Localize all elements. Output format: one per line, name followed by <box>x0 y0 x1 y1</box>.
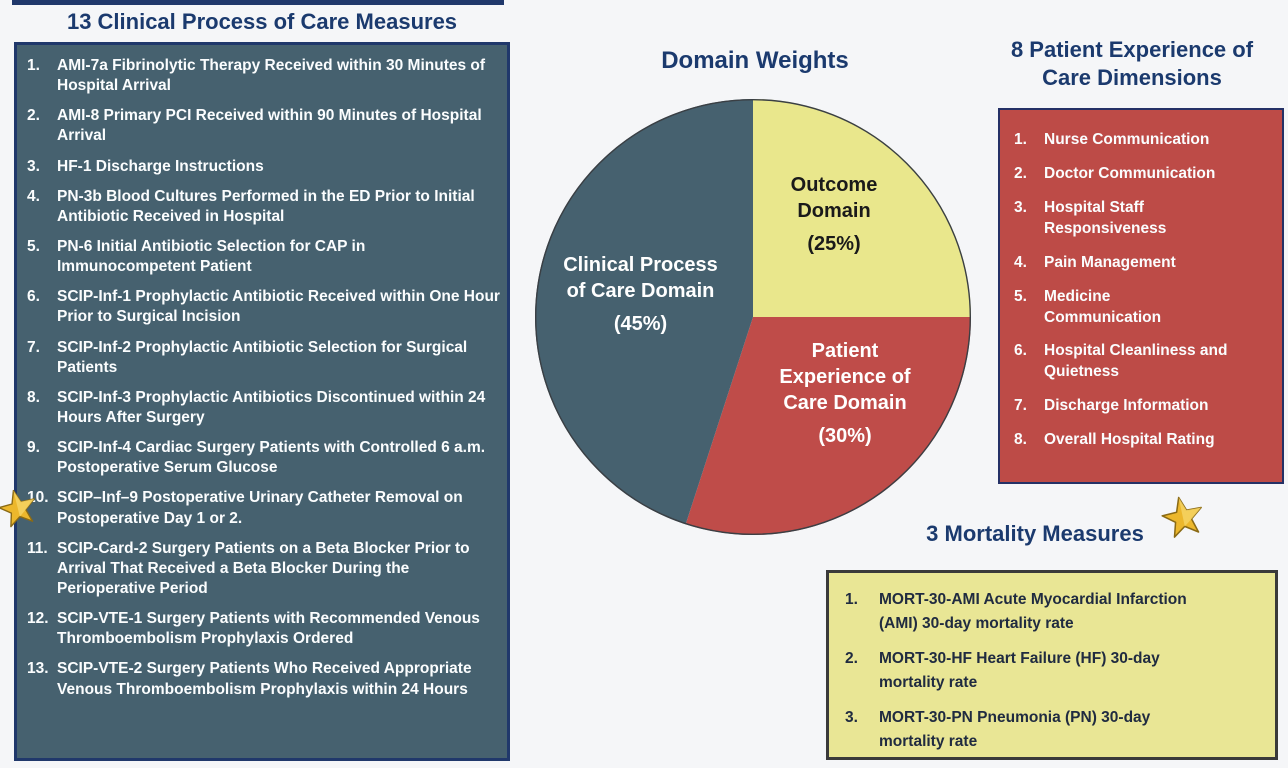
list-item-text: SCIP–Inf–9 Postoperative Urinary Cathete… <box>57 489 463 527</box>
list-item: 12. SCIP-VTE-1 Surgery Patients with Rec… <box>27 609 507 649</box>
list-item: 2. AMI-8 Primary PCI Received within 90 … <box>27 106 507 146</box>
slice-pct-text: (25%) <box>807 233 861 255</box>
pie-slice-label-patient-experience: Patient Experience of Care Domain (30%) <box>756 338 934 449</box>
pie-slice <box>685 317 971 536</box>
list-item-number: 2. <box>1014 164 1027 182</box>
list-item-number: 3. <box>27 157 40 175</box>
list-item-text: HF-1 Discharge Instructions <box>57 157 264 175</box>
list-item-number: 3. <box>1014 198 1027 216</box>
domain-weights-pie-chart <box>534 98 972 536</box>
list-item: 11. SCIP-Card-2 Surgery Patients on a Be… <box>27 539 507 599</box>
list-item: 9. SCIP-Inf-4 Cardiac Surgery Patients w… <box>27 438 507 478</box>
list-item: 2. Doctor Communication <box>1014 164 1274 185</box>
slice-label-text: Clinical Process of Care Domain <box>563 254 718 302</box>
list-item: 4. Pain Management <box>1014 253 1274 274</box>
list-item: 8. SCIP-Inf-3 Prophylactic Antibiotics D… <box>27 388 507 428</box>
list-item-text: SCIP-Card-2 Surgery Patients on a Beta B… <box>57 539 470 597</box>
list-item-number: 5. <box>1014 287 1027 305</box>
list-item-number: 11. <box>27 539 48 557</box>
pie-slice-label-clinical-process: Clinical Process of Care Domain (45%) <box>563 252 718 337</box>
patient-experience-panel: 1. Nurse Communication 2. Doctor Communi… <box>998 108 1284 484</box>
list-item-text: PN-3b Blood Cultures Performed in the ED… <box>57 187 475 225</box>
list-item-number: 4. <box>1014 253 1027 271</box>
list-item-text: SCIP-Inf-4 Cardiac Surgery Patients with… <box>57 439 486 477</box>
list-item: 5. PN-6 Initial Antibiotic Selection for… <box>27 237 507 277</box>
slice-label-text: Patient Experience of Care Domain <box>779 340 911 414</box>
list-item: 3. HF-1 Discharge Instructions <box>27 157 507 177</box>
pie-chart-title: Domain Weights <box>661 47 849 74</box>
list-item-number: 13. <box>27 660 49 678</box>
pie-slice <box>534 99 753 525</box>
list-item: 8. Overall Hospital Rating <box>1014 430 1274 451</box>
list-item-number: 9. <box>27 439 40 457</box>
list-item-text: PN-6 Initial Antibiotic Selection for CA… <box>57 237 366 276</box>
list-item-text: SCIP-Inf-3 Prophylactic Antibiotics Disc… <box>57 388 486 426</box>
list-item-text: MORT-30-PN Pneumonia (PN) 30-day mortali… <box>879 709 1151 751</box>
list-item-text: Overall Hospital Rating <box>1044 431 1215 449</box>
list-item: 3. MORT-30-PN Pneumonia (PN) 30-day mort… <box>845 706 1265 754</box>
list-item-number: 8. <box>27 388 40 406</box>
list-item-text: Nurse Communication <box>1044 131 1210 148</box>
list-item: 13. SCIP-VTE-2 Surgery Patients Who Rece… <box>27 659 507 699</box>
list-item-number: 7. <box>27 338 40 356</box>
mortality-measures-title: 3 Mortality Measures <box>926 521 1144 546</box>
list-item-number: 1. <box>845 591 858 608</box>
list-item-number: 6. <box>1014 342 1027 360</box>
list-item: 1. Nurse Communication <box>1014 130 1274 151</box>
list-item: 3. Hospital Staff Responsiveness <box>1014 198 1274 240</box>
list-item-number: 2. <box>845 650 858 668</box>
slice-pct-text: (30%) <box>818 425 872 447</box>
list-item-number: 3. <box>845 709 858 727</box>
list-item-text: Discharge Information <box>1044 397 1209 415</box>
list-item-number: 5. <box>27 237 40 255</box>
clinical-measures-title: 13 Clinical Process of Care Measures <box>66 9 458 34</box>
list-item: 1. AMI-7a Fibrinolytic Therapy Received … <box>27 56 507 96</box>
list-item-number: 1. <box>27 57 40 74</box>
list-item-text: SCIP-VTE-1 Surgery Patients with Recomme… <box>57 610 480 648</box>
list-item: 6. Hospital Cleanliness and Quietness <box>1014 341 1274 383</box>
list-item-number: 6. <box>27 288 40 306</box>
top-divider-line <box>12 0 504 5</box>
list-item: 10. SCIP–Inf–9 Postoperative Urinary Cat… <box>27 488 507 528</box>
list-item-number: 7. <box>1014 397 1027 415</box>
list-item-text: AMI-7a Fibrinolytic Therapy Received wit… <box>57 57 486 95</box>
list-item: 7. SCIP-Inf-2 Prophylactic Antibiotic Se… <box>27 338 507 378</box>
list-item-text: MORT-30-HF Heart Failure (HF) 30-day mor… <box>879 650 1160 692</box>
list-item-text: SCIP-Inf-2 Prophylactic Antibiotic Selec… <box>57 338 468 376</box>
list-item-number: 4. <box>27 187 40 205</box>
list-item-text: Doctor Communication <box>1044 164 1216 182</box>
list-item-text: Medicine Communication <box>1044 287 1162 326</box>
list-item: 4. PN-3b Blood Cultures Performed in the… <box>27 187 507 227</box>
pie-outline <box>534 98 972 536</box>
list-item: 5. Medicine Communication <box>1014 287 1274 329</box>
list-item-number: 2. <box>27 107 40 125</box>
slice-label-text: Outcome Domain <box>790 174 878 222</box>
list-item: 2. MORT-30-HF Heart Failure (HF) 30-day … <box>845 647 1265 695</box>
clinical-measures-panel: 1. AMI-7a Fibrinolytic Therapy Received … <box>14 42 510 761</box>
pie-slice-label-outcome: Outcome Domain (25%) <box>770 172 898 257</box>
list-item-number: 12. <box>27 610 49 628</box>
list-item-text: AMI-8 Primary PCI Received within 90 Min… <box>57 107 482 145</box>
gold-star-icon <box>1161 496 1202 538</box>
gold-star-icon <box>0 489 35 528</box>
clinical-measures-list: 1. AMI-7a Fibrinolytic Therapy Received … <box>27 56 507 700</box>
list-item-text: SCIP-Inf-1 Prophylactic Antibiotic Recei… <box>57 288 500 326</box>
list-item-text: MORT-30-AMI Acute Myocardial Infarction … <box>879 591 1187 633</box>
mortality-measures-panel: 1. MORT-30-AMI Acute Myocardial Infarcti… <box>826 570 1278 760</box>
slice-pct-text: (45%) <box>613 313 668 335</box>
list-item: 7. Discharge Information <box>1014 396 1274 417</box>
list-item-number: 8. <box>1014 431 1027 449</box>
mortality-measures-list: 1. MORT-30-AMI Acute Myocardial Infarcti… <box>845 588 1265 754</box>
patient-experience-title: 8 Patient Experience of Care Dimensions <box>1010 37 1254 90</box>
list-item: 6. SCIP-Inf-1 Prophylactic Antibiotic Re… <box>27 287 507 327</box>
list-item-number: 1. <box>1014 131 1027 148</box>
list-item-text: Hospital Cleanliness and Quietness <box>1044 342 1228 381</box>
patient-experience-list: 1. Nurse Communication 2. Doctor Communi… <box>1014 130 1274 451</box>
pie-slice <box>753 99 971 317</box>
list-item-text: Pain Management <box>1044 253 1176 271</box>
list-item: 1. MORT-30-AMI Acute Myocardial Infarcti… <box>845 588 1265 636</box>
list-item-text: SCIP-VTE-2 Surgery Patients Who Received… <box>57 660 472 698</box>
list-item-text: Hospital Staff Responsiveness <box>1044 198 1167 237</box>
